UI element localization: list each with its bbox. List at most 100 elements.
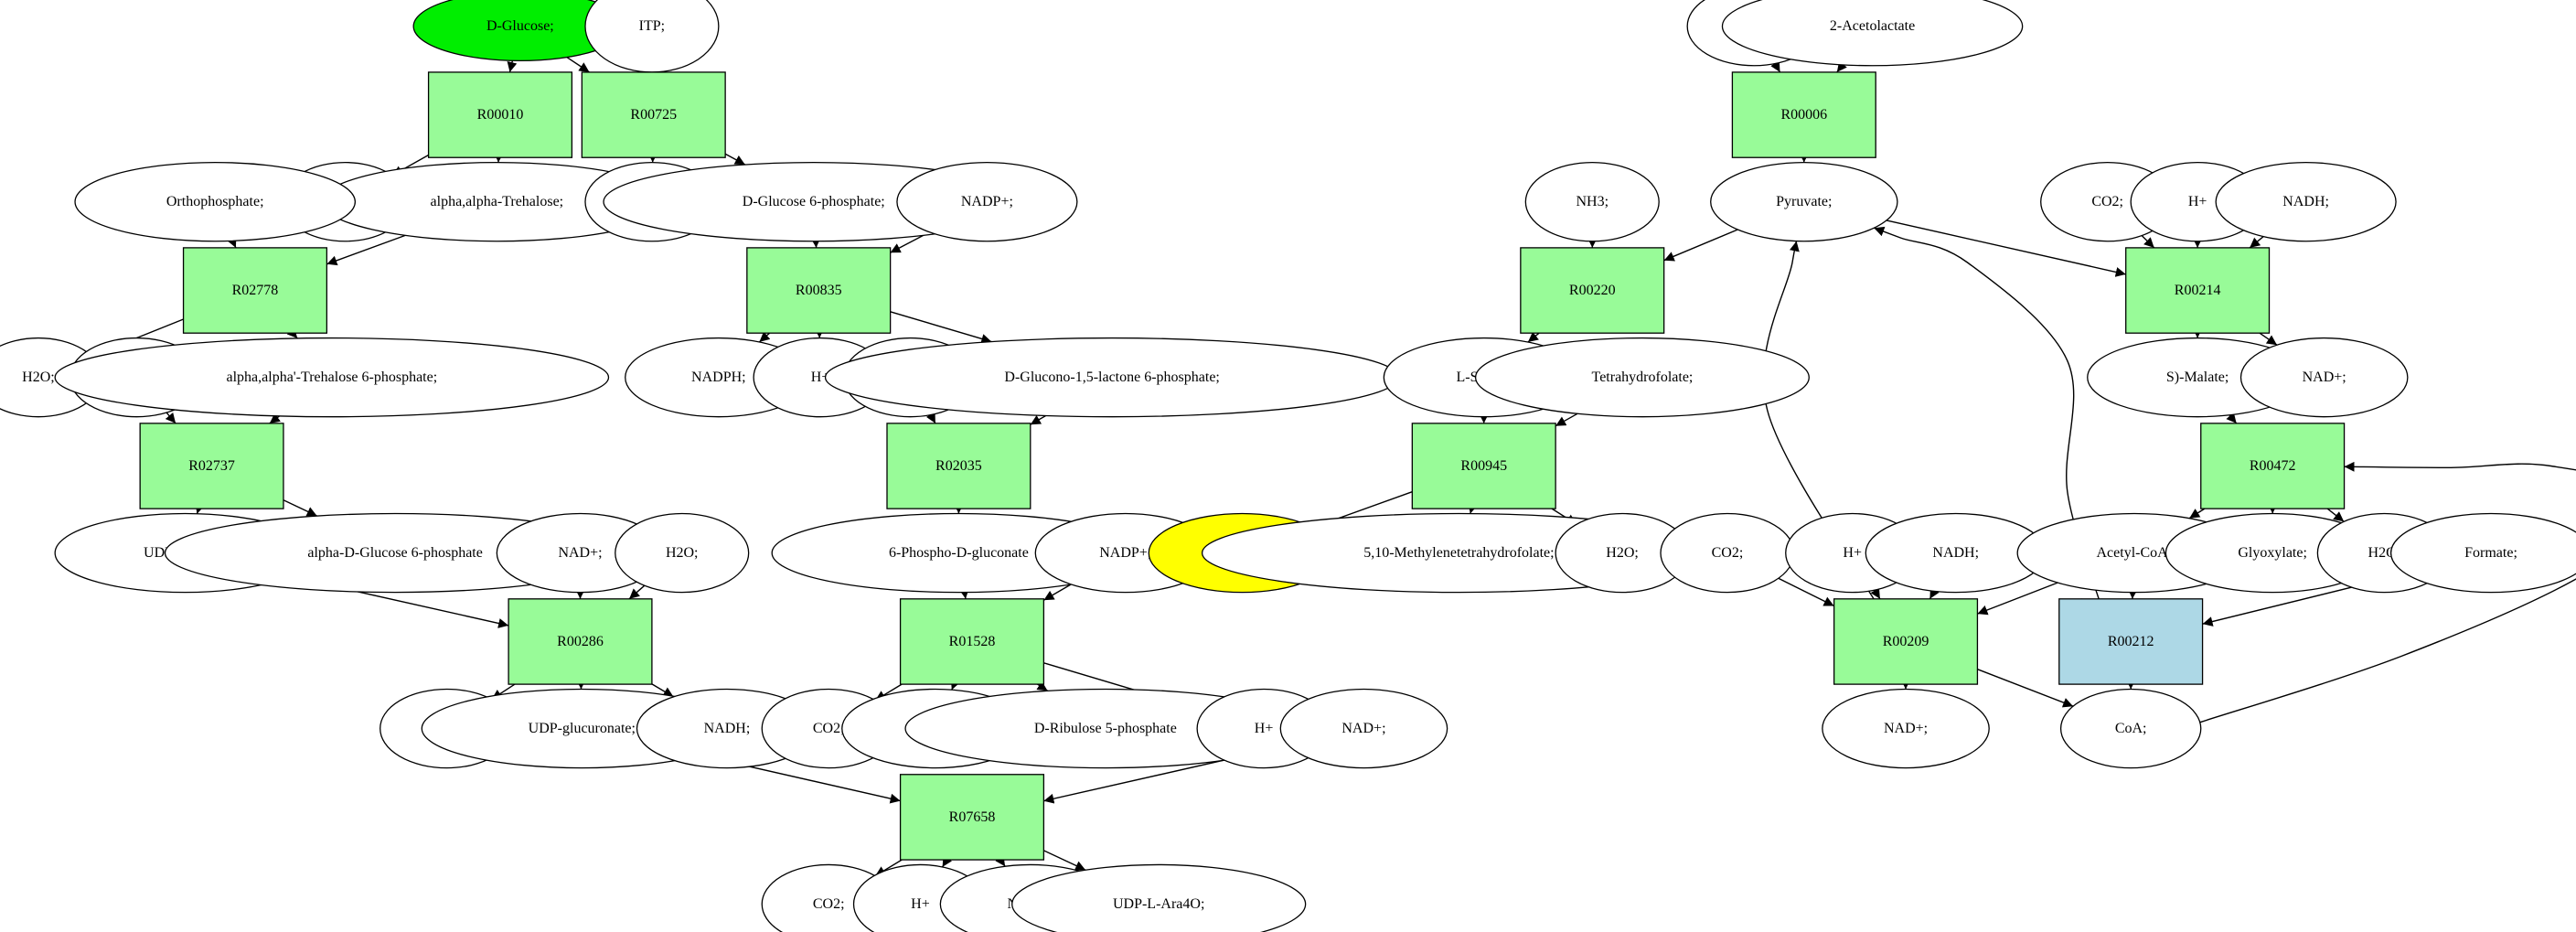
compound-label: Orthophosphate;	[166, 194, 264, 209]
reaction-label: R02737	[188, 458, 235, 474]
compound-label: Formate;	[2464, 545, 2517, 561]
edge-glc-to-r00725	[566, 57, 590, 73]
compound-label: Glyoxylate;	[2238, 545, 2307, 561]
edge-t6p-to-r02737	[269, 412, 281, 424]
compound-label: H+	[911, 896, 930, 912]
compound-shape	[2239, 337, 2409, 418]
edge-h2o_4-to-r00286	[628, 584, 646, 600]
edge-glc-to-r00010	[507, 60, 518, 73]
compound-label: Tetrahydrofolate;	[1592, 370, 1694, 385]
edge-r00472-to-h2o_6	[2326, 508, 2345, 522]
compound-label: NADH;	[2282, 194, 2329, 209]
edge-r00725-to-g6p	[724, 153, 746, 166]
reaction-r00006: R00006	[1731, 71, 1876, 158]
reaction-r02035: R02035	[886, 423, 1031, 509]
edge-nadp_2-to-r01528	[1043, 584, 1072, 601]
edge-r02737-to-udpglc	[195, 502, 205, 514]
reaction-shape	[1731, 71, 1876, 158]
compound-label: NAD+;	[558, 545, 602, 561]
compound-thf: Tetrahydrofolate;	[1474, 337, 1810, 418]
edge-r01528-to-nadph_2	[950, 678, 961, 691]
compound-shape	[615, 512, 750, 594]
reaction-label: R00472	[2250, 458, 2296, 474]
reaction-label: R00725	[630, 107, 677, 123]
reaction-label: R00945	[1460, 458, 1507, 474]
compound-nadp_1: NADP+;	[896, 161, 1078, 242]
reaction-label: R02778	[232, 283, 279, 298]
compound-h2o_4: H2O;	[615, 512, 750, 594]
compound-coa: CoA;	[2059, 688, 2202, 769]
compound-shape	[1474, 337, 1810, 418]
reaction-shape	[2200, 423, 2346, 509]
reaction-r02737: R02737	[139, 423, 284, 509]
edge-acetolactate-to-r00006	[1836, 60, 1847, 73]
edge-pgluconate-to-r01528	[958, 588, 969, 599]
compound-nad_4: NAD+;	[1822, 688, 1990, 769]
compound-label: alpha,alpha'-Trehalose 6-phosphate;	[227, 370, 438, 385]
reaction-r00212: R00212	[2058, 598, 2204, 685]
reaction-label: R00286	[557, 634, 604, 649]
compound-label: CO2;	[813, 721, 845, 736]
edge-r00835-to-glc_lactone	[890, 311, 992, 344]
edge-r00220-to-serine	[1527, 331, 1540, 343]
edge-r00214-to-nad_3	[2259, 332, 2278, 346]
reaction-r00472: R00472	[2200, 423, 2346, 509]
edge-r07658-to-nadph_3	[995, 855, 1006, 867]
reaction-label: R00010	[477, 107, 524, 123]
compound-label: NAD+;	[1884, 721, 1928, 736]
reaction-label: R02035	[935, 458, 982, 474]
edge-coa-to-r00472	[2185, 461, 2576, 728]
compound-label: ITP;	[639, 18, 665, 34]
compound-nad_3: NAD+;	[2239, 337, 2409, 418]
edge-pi-to-r02778	[227, 236, 237, 249]
edge-nadh_2-to-r00214	[2249, 236, 2264, 249]
compound-shape	[2389, 512, 2576, 594]
compound-label: H+	[2188, 194, 2207, 209]
compound-glc_lactone: D-Glucono-1,5-lactone 6-phosphate;	[824, 337, 1400, 418]
compound-label: H+	[1255, 721, 1274, 736]
compound-shape	[584, 0, 720, 73]
compound-shape	[1524, 161, 1660, 242]
reaction-label: R00212	[2108, 634, 2154, 649]
reaction-label: R00220	[1569, 283, 1616, 298]
edge-r00286-to-nadh_1	[651, 683, 674, 698]
compound-label: D-Glucose 6-phosphate;	[743, 194, 885, 209]
reaction-shape	[427, 71, 573, 158]
compound-label: 6-Phospho-D-gluconate	[889, 545, 1029, 561]
compound-label: NADH;	[1932, 545, 1979, 561]
edge-r07658-to-udpara	[1043, 850, 1086, 871]
compound-label: NADPH;	[691, 370, 746, 385]
compound-label: NAD+;	[2303, 370, 2346, 385]
edge-r02778-to-t6p	[286, 327, 298, 339]
reaction-label: R01528	[949, 634, 996, 649]
compound-label: D-Glucose;	[486, 18, 554, 34]
edge-r00472-to-acetylcoa	[2188, 508, 2206, 520]
reaction-shape	[2058, 598, 2204, 685]
reaction-shape	[1411, 423, 1556, 509]
compound-label: CO2;	[1712, 545, 1744, 561]
compound-shape	[2059, 688, 2202, 769]
reaction-r00945: R00945	[1411, 423, 1556, 509]
edge-r00209-to-coa	[1977, 669, 2074, 708]
compound-glc: D-Glucose;	[412, 0, 628, 62]
reaction-r07658: R07658	[899, 774, 1045, 861]
reaction-label: R07658	[949, 809, 996, 825]
reaction-shape	[2125, 247, 2271, 334]
edge-pyruvate-to-r00220	[1663, 229, 1738, 262]
compound-label: H+	[1843, 545, 1862, 561]
compound-label: H+	[811, 370, 830, 385]
edge-co2_5-to-r00209	[1778, 577, 1834, 607]
compound-label: UDP-glucuronate;	[529, 721, 636, 736]
reaction-shape	[508, 598, 653, 685]
reaction-r00209: R00209	[1833, 598, 1979, 685]
reaction-shape	[886, 423, 1031, 509]
compound-label: D-Glucono-1,5-lactone 6-phosphate;	[1004, 370, 1219, 385]
reaction-r00725: R00725	[581, 71, 726, 158]
compound-pi: Orthophosphate;	[74, 161, 357, 242]
edge-nadh_3-to-r00209	[1929, 587, 1940, 600]
compound-label: 5,10-Methylenetetrahydrofolate;	[1363, 545, 1554, 561]
compound-label: NADP+;	[961, 194, 1013, 209]
edge-r02737-to-adg6p	[283, 499, 317, 517]
reaction-shape	[899, 598, 1045, 685]
